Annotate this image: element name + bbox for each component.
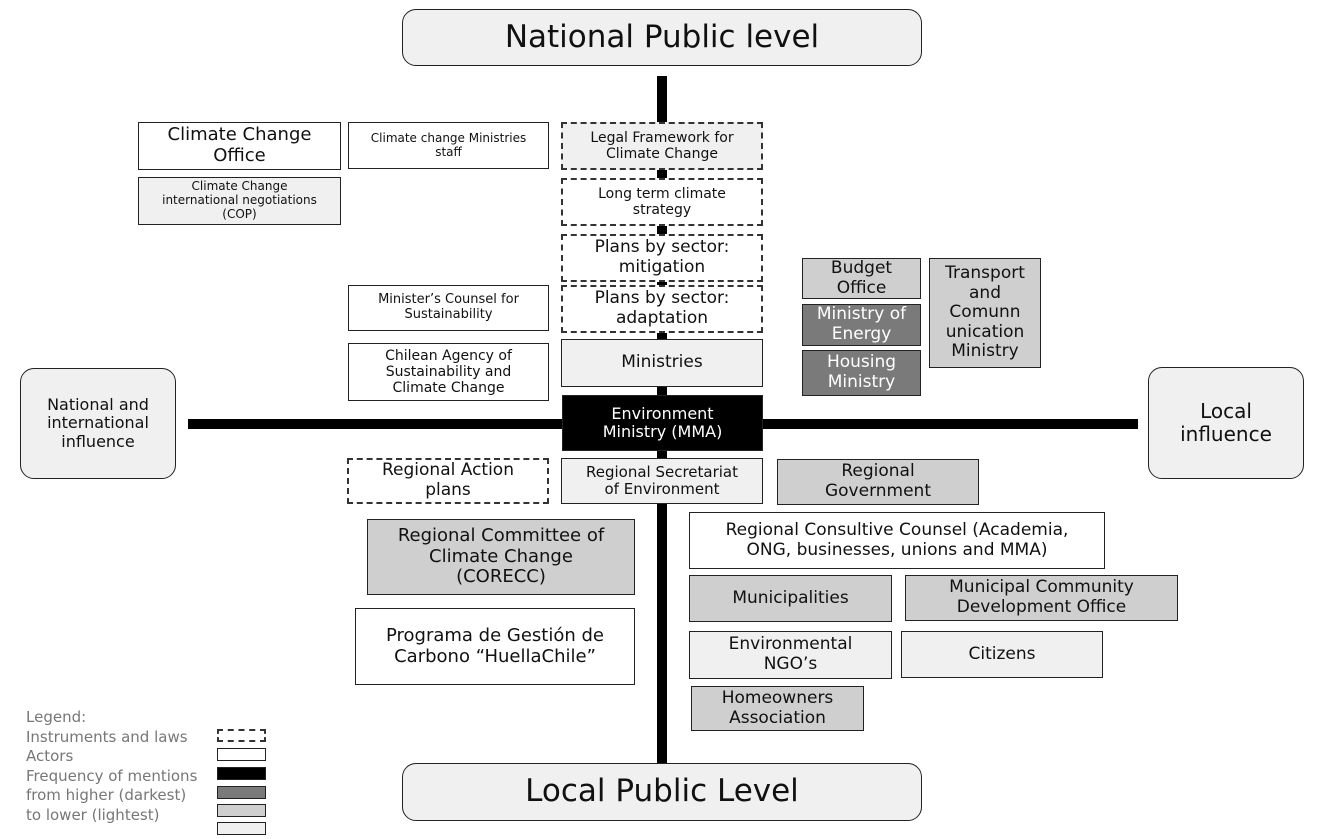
- housing-ministry: Housing Ministry: [802, 350, 921, 396]
- huellachile: Programa de Gestión de Carbono “HuellaCh…: [355, 608, 635, 685]
- legend-actors: Actors: [26, 747, 74, 765]
- legend-swatch-dark: [217, 786, 266, 799]
- national-international-influence: National and international influence: [20, 368, 176, 479]
- municipalities: Municipalities: [689, 575, 892, 622]
- local-public-level: Local Public Level: [402, 763, 922, 821]
- homeowners-association: Homeowners Association: [691, 686, 864, 731]
- cop-negotiations: Climate Change international negotiation…: [138, 177, 341, 225]
- legend-swatch-instruments: [217, 729, 266, 742]
- legend-swatch-medium: [217, 804, 266, 817]
- legend-instruments: Instruments and laws: [26, 728, 188, 746]
- corecc: Regional Committee of Climate Change (CO…: [367, 519, 635, 595]
- citizens: Citizens: [901, 631, 1103, 678]
- national-public-level: National Public level: [402, 9, 922, 66]
- budget-office: Budget Office: [802, 258, 921, 299]
- legend-frequency-1: Frequency of mentions: [26, 767, 198, 785]
- local-influence: Local influence: [1148, 367, 1304, 479]
- environmental-ngos: Environmental NGO’s: [689, 631, 892, 679]
- ministry-of-energy: Ministry of Energy: [802, 304, 921, 346]
- legend-swatch-actors: [217, 748, 266, 761]
- legend-swatch-darkest: [217, 767, 266, 780]
- legend-title: Legend:: [26, 708, 87, 726]
- legal-framework: Legal Framework for Climate Change: [561, 122, 763, 170]
- regional-consultive-counsel: Regional Consultive Counsel (Academia, O…: [689, 512, 1105, 569]
- plans-adaptation: Plans by sector: adaptation: [561, 285, 763, 333]
- transport-ministry: Transport and Comunn unication Ministry: [929, 258, 1041, 368]
- long-term-strategy: Long term climate strategy: [561, 178, 763, 226]
- legend-frequency-3: to lower (lightest): [26, 806, 160, 824]
- ministers-counsel: Minister’s Counsel for Sustainability: [348, 285, 549, 331]
- regional-secretariat: Regional Secretariat of Environment: [561, 458, 763, 504]
- climate-change-ministries-staff: Climate change Ministries staff: [348, 122, 549, 169]
- legend-frequency-2: from higher (darkest): [26, 786, 187, 804]
- chilean-agency: Chilean Agency of Sustainability and Cli…: [348, 343, 549, 401]
- climate-change-office: Climate Change Office: [138, 122, 341, 170]
- legend-swatch-light: [217, 822, 266, 835]
- regional-government: Regional Government: [777, 459, 979, 505]
- environment-ministry: Environment Ministry (MMA): [562, 395, 763, 451]
- regional-action-plans: Regional Action plans: [347, 458, 549, 504]
- ministries: Ministries: [561, 339, 763, 387]
- plans-mitigation: Plans by sector: mitigation: [561, 234, 763, 282]
- municipal-community-office: Municipal Community Development Office: [905, 575, 1178, 621]
